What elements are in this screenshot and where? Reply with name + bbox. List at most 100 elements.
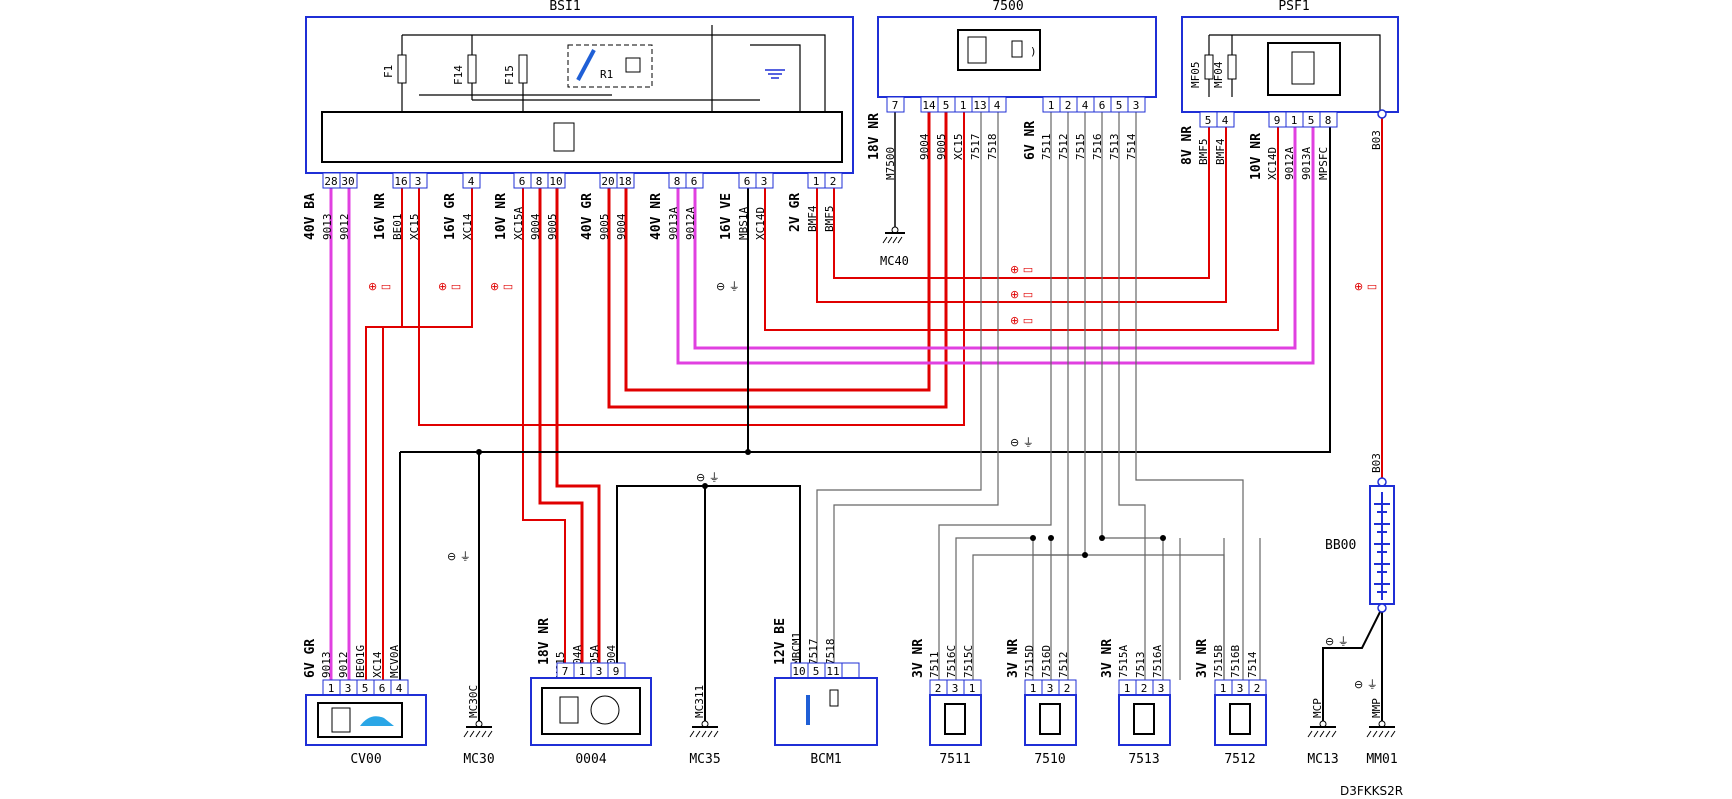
svg-text:XC14: XC14 [461, 213, 474, 240]
minus-ground-icon: ⊖ ⏚ [696, 471, 720, 484]
svg-text:1: 1 [1291, 114, 1298, 127]
plus-battery-icon: ⊕ ▭ [1354, 280, 1377, 293]
svg-text:7516B: 7516B [1229, 645, 1242, 678]
svg-text:28: 28 [324, 175, 337, 188]
svg-text:5: 5 [1308, 114, 1315, 127]
svg-text:12V BE: 12V BE [773, 618, 788, 665]
svg-text:30: 30 [341, 175, 354, 188]
svg-text:3: 3 [1133, 99, 1140, 112]
svg-text:XC15A: XC15A [512, 207, 525, 240]
svg-text:B03: B03 [1370, 453, 1383, 473]
plus-battery-icon: ⊕ ▭ [490, 280, 513, 293]
svg-text:7515C: 7515C [962, 645, 975, 678]
svg-text:1: 1 [813, 175, 820, 188]
chip-icon [944, 703, 966, 735]
svg-text:10V NR: 10V NR [1249, 133, 1264, 180]
wire-7518 [833, 112, 999, 680]
svg-text:XC14D: XC14D [754, 207, 767, 240]
mm01-ground: MMP MM01 [1366, 698, 1397, 767]
svg-text:8: 8 [1325, 114, 1332, 127]
svg-text:7513: 7513 [1134, 652, 1147, 679]
plus-battery-icon: ⊕ ▭ [1010, 314, 1033, 327]
svg-text:9012A: 9012A [684, 207, 697, 240]
svg-text:3: 3 [952, 682, 959, 695]
svg-text:6: 6 [379, 682, 386, 695]
svg-text:1: 1 [969, 682, 976, 695]
svg-text:8: 8 [536, 175, 543, 188]
chip-icon [331, 707, 351, 733]
svg-text:3V NR: 3V NR [1006, 639, 1021, 678]
svg-text:MBS1A: MBS1A [737, 207, 750, 240]
svg-text:XC15: XC15 [408, 214, 421, 241]
minus-ground-icon: ⊖ ⏚ [1354, 678, 1378, 691]
svg-text:MC35: MC35 [689, 752, 720, 767]
wire-9005 [607, 112, 948, 409]
svg-text:7511: 7511 [939, 752, 970, 767]
svg-text:7512: 7512 [1057, 652, 1070, 679]
svg-text:1: 1 [1048, 99, 1055, 112]
svg-text:7512: 7512 [1057, 134, 1070, 161]
minus-ground-icon: ⊖ ⏚ [1010, 436, 1034, 449]
c7510-component: 3V NR 7515D 7516D 7512 1 3 2 7510 [1006, 639, 1077, 767]
svg-text:40V NR: 40V NR [649, 193, 664, 240]
svg-text:MPSFC: MPSFC [1317, 147, 1330, 180]
svg-text:4: 4 [994, 99, 1001, 112]
fuse-f15: F15 [503, 65, 516, 85]
svg-text:XC15: XC15 [952, 134, 965, 161]
svg-text:40V GR: 40V GR [580, 193, 595, 240]
svg-text:CV00: CV00 [350, 752, 381, 767]
svg-text:7517: 7517 [807, 639, 820, 666]
svg-text:18V NR: 18V NR [867, 113, 882, 160]
wire-mpsfc [400, 112, 1331, 453]
svg-text:6V GR: 6V GR [303, 639, 318, 678]
fuse-f1: F1 [382, 65, 395, 78]
svg-text:6: 6 [744, 175, 751, 188]
minus-ground-icon: ⊖ ⏚ [716, 280, 740, 293]
svg-text:0004: 0004 [575, 752, 606, 767]
wire-9004 [624, 112, 931, 392]
drawing-reference: D3FKKS2R [1340, 784, 1403, 798]
svg-text:BMF5: BMF5 [1197, 139, 1210, 166]
svg-text:7514: 7514 [1125, 133, 1138, 160]
c7513-component: 3V NR 7515A 7513 7516A 1 2 3 7513 [1100, 639, 1171, 767]
svg-text:9013: 9013 [321, 214, 334, 241]
wire-mcp [1322, 607, 1383, 722]
svg-text:XC14: XC14 [371, 651, 384, 678]
chip-icon [1229, 703, 1251, 735]
svg-text:3: 3 [1047, 682, 1054, 695]
car-icon [360, 716, 394, 726]
fuse-mf04: MF04 [1212, 61, 1225, 88]
svg-text:14: 14 [922, 99, 936, 112]
svg-text:2: 2 [1254, 682, 1261, 695]
svg-text:MCV0A: MCV0A [388, 645, 401, 678]
svg-text:MCP: MCP [1311, 698, 1324, 718]
svg-text:10: 10 [549, 175, 562, 188]
svg-text:9013: 9013 [320, 652, 333, 679]
svg-text:3V NR: 3V NR [1195, 639, 1210, 678]
svg-text:5: 5 [1205, 114, 1212, 127]
svg-text:2: 2 [1065, 99, 1072, 112]
svg-text:5: 5 [362, 682, 369, 695]
c7500-pins-right: 1 2 4 6 5 3 [1042, 96, 1146, 113]
wire-m0004 [616, 485, 801, 680]
svg-text:7515B: 7515B [1212, 645, 1225, 678]
svg-text:XC14D: XC14D [1266, 147, 1279, 180]
svg-text:40V BA: 40V BA [303, 193, 318, 240]
wire-sensor-drops [1032, 538, 1181, 680]
svg-text:BMF5: BMF5 [823, 206, 836, 233]
c7512-component: 3V NR 7515B 7516B 7514 1 3 2 7512 [1195, 639, 1267, 767]
svg-text:BE01: BE01 [391, 214, 404, 241]
bcm1-component: 12V BE MBCM1 7517 7518 10 5 11 BCM1 [773, 618, 878, 767]
c0004-component: 18V NR XC15 9004A 9005A M0004 7 1 3 9 00… [530, 618, 652, 767]
svg-text:MMP: MMP [1370, 698, 1383, 718]
wire-7514 [1135, 112, 1244, 680]
bsi1-pins: 28 30 16 3 4 6 8 10 20 18 8 6 6 3 1 2 [322, 172, 843, 189]
svg-text:8: 8 [674, 175, 681, 188]
wire-7513 [1118, 112, 1146, 680]
svg-text:6: 6 [1099, 99, 1106, 112]
wire-7516-branch [1223, 538, 1261, 680]
wire-9012a [693, 112, 1297, 350]
svg-text:MC30C: MC30C [467, 685, 480, 718]
plus-battery-icon: ⊕ ▭ [368, 280, 391, 293]
